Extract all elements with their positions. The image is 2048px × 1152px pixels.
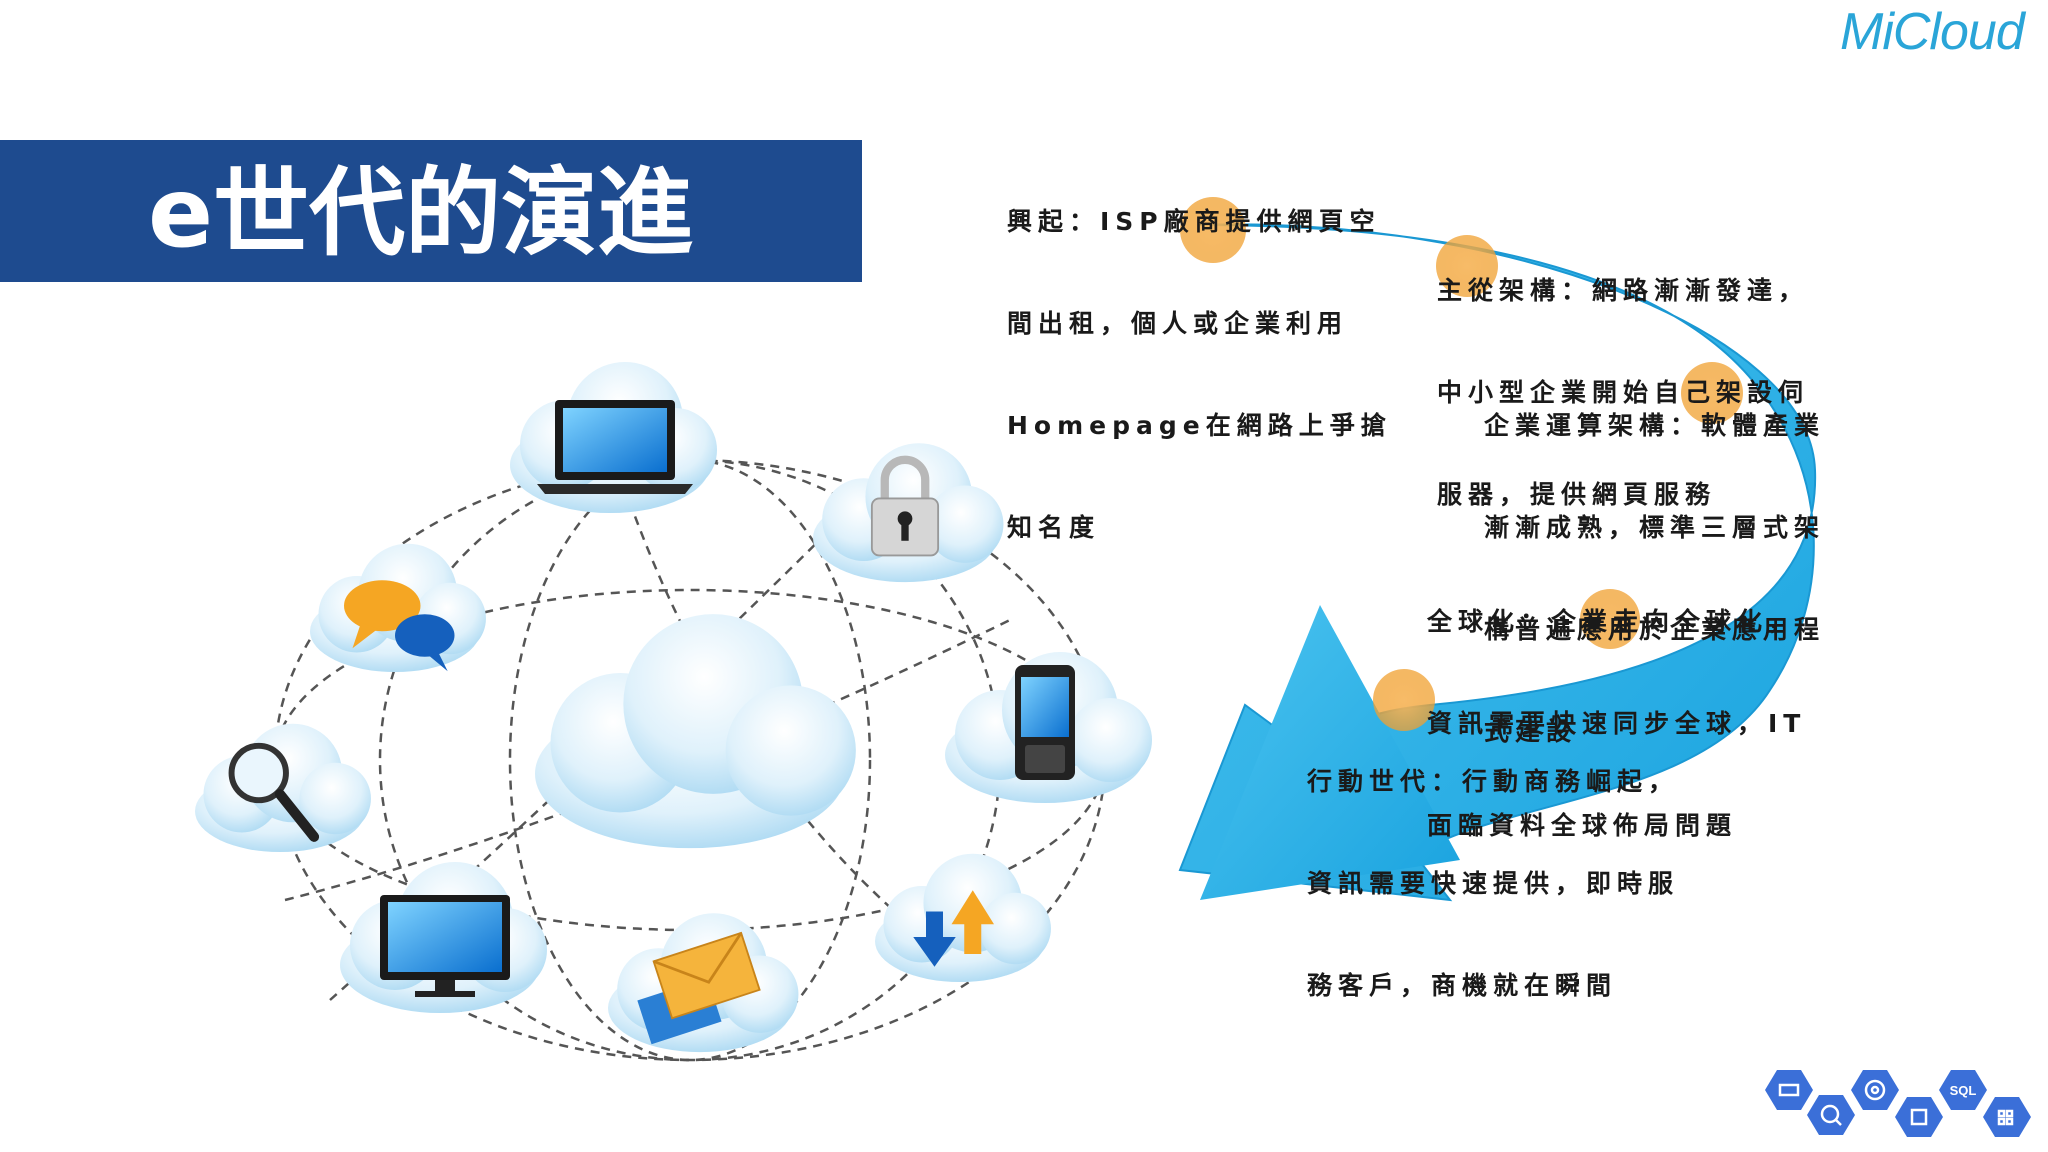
chat-bubbles-icon [344,580,455,672]
milestone-markers [1180,197,1743,731]
central-cloud [535,614,856,849]
stage-line: 服器，提供網頁服務 [1437,480,1717,509]
smartphone-icon [1015,665,1075,780]
stage-line: 務客戶，商機就在瞬間 [1307,971,1618,1000]
stage-line: 企業運算架構：軟體產業 [1484,411,1826,440]
transfer-arrows-icon [913,890,994,967]
stage-line: 興起：ISP廠商提供網頁空 [1007,207,1381,236]
micloud-logo: MiCloud [1840,3,2025,61]
milestone-marker-2 [1436,235,1498,297]
milestone-marker-3 [1681,362,1743,424]
slide-title: e世代的演進 [148,157,694,269]
monitor-icon [380,895,510,997]
stage-enterprise-computing: 企業運算架構：軟體產業 漸漸成熟，標準三層式架 構普遍應用於企業應用程 式建設 [1484,341,1825,783]
target-hex-icon [1851,1070,1899,1110]
stage-line: 知名度 [1007,513,1101,542]
stage-line: 構普遍應用於企業應用程 [1484,615,1826,644]
magnifier-cloud [195,723,371,853]
envelope-icon [637,931,761,1045]
milestone-marker-1 [1180,197,1246,263]
stage-line: 資訊需要快速提供，即時服 [1307,869,1680,898]
transfer-cloud [875,853,1051,983]
stage-line: 式建設 [1484,717,1578,746]
search-hex-icon [1807,1095,1855,1135]
stage-line: 面臨資料全球佈局問題 [1427,811,1738,840]
stage-line: Homepage在網路上爭搶 [1007,411,1392,440]
smartphone-cloud [945,652,1152,803]
stage-line: 中小型企業開始自己架設伺 [1437,378,1810,407]
storage-hex-icon [1765,1070,1813,1110]
sql-hex-icon [1939,1070,1987,1110]
stage-line: 漸漸成熟，標準三層式架 [1484,513,1826,542]
milestone-marker-5 [1373,669,1435,731]
laptop-cloud [510,362,717,513]
stage-emergence: 興起：ISP廠商提供網頁空 間出租，個人或企業利用 Homepage在網路上爭搶… [1007,137,1392,579]
chip-hex-icon [1895,1097,1943,1137]
stage-line: 行動世代：行動商務崛起， [1307,767,1680,796]
evolution-arrow [1178,223,1817,902]
stage-mobile: 行動世代：行動商務崛起， 資訊需要快速提供，即時服 務客戶，商機就在瞬間 [1307,697,1679,1037]
stage-line: 主從架構：網路漸漸發達， [1437,276,1810,305]
sql-label: SQL [1950,1083,1977,1098]
cloud-services-badges: SQL [1765,1070,2031,1137]
stage-line: 全球化：企業走向全球化， [1427,607,1800,636]
chat-cloud [310,543,486,673]
stage-line: 資訊需要快速同步全球，IT [1427,709,1807,738]
envelope-cloud [608,913,799,1053]
magnifier-icon [228,742,320,842]
laptop-icon [537,400,693,494]
title-banner: e世代的演進 [0,140,862,282]
stage-line: 間出租，個人或企業利用 [1007,309,1349,338]
monitor-cloud [340,862,547,1013]
milestone-marker-4 [1580,589,1640,649]
stage-client-server: 主從架構：網路漸漸發達， 中小型企業開始自己架設伺 服器，提供網頁服務 [1437,206,1809,546]
lock-icon [870,455,940,557]
stage-globalization: 全球化：企業走向全球化， 資訊需要快速同步全球，IT 面臨資料全球佈局問題 [1427,537,1806,877]
lock-cloud [813,443,1004,583]
